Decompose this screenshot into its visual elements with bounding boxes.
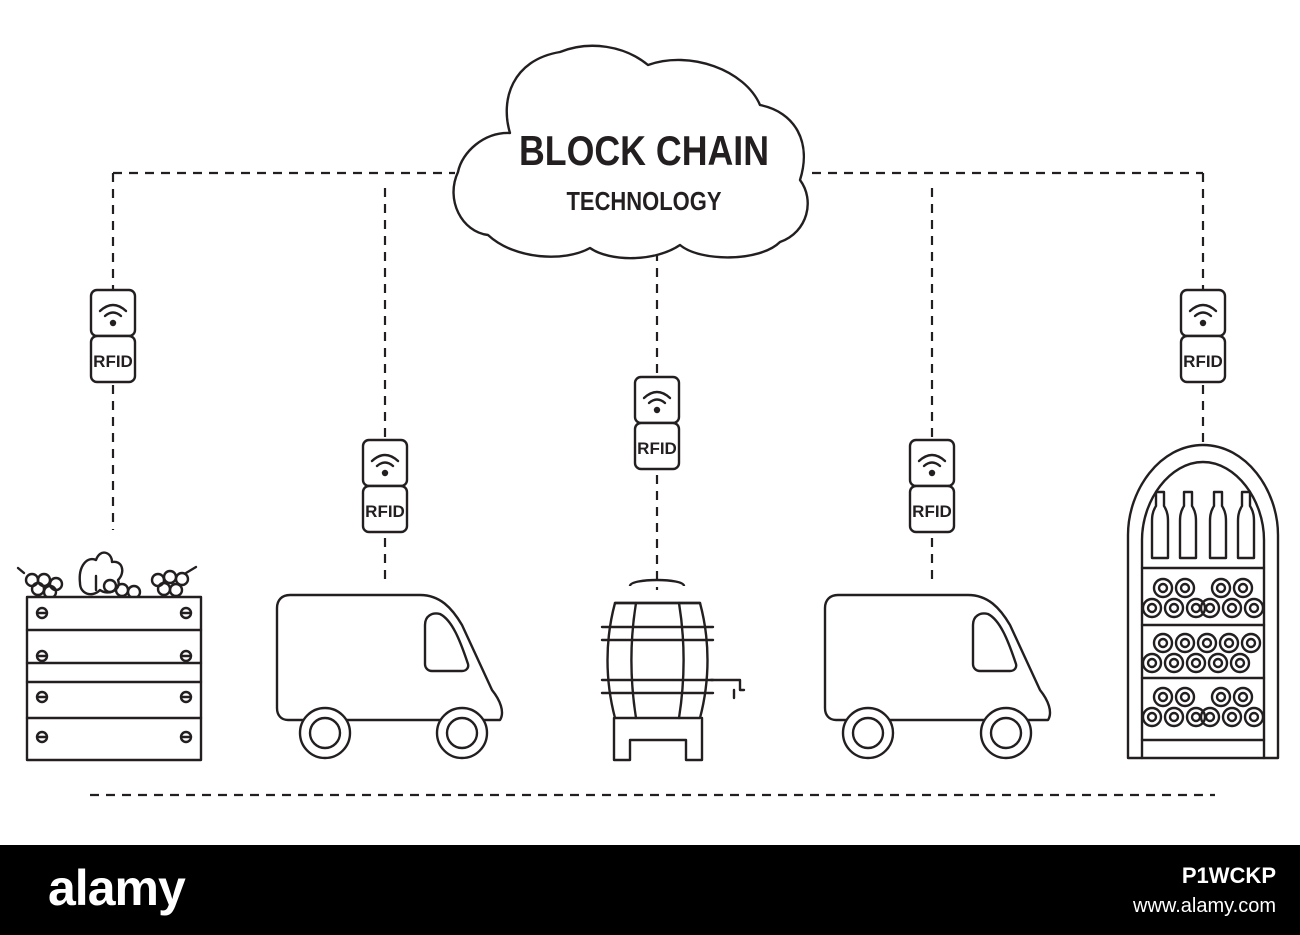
bottle-end-inner bbox=[1212, 657, 1224, 669]
bottle-end-inner bbox=[1146, 602, 1158, 614]
bottle-end-inner bbox=[1179, 637, 1191, 649]
bottle-end-icon bbox=[1229, 652, 1251, 674]
rfid-label: RFID bbox=[637, 439, 677, 458]
bottle-end-inner bbox=[1168, 657, 1180, 669]
bottle-end-icon bbox=[1243, 706, 1265, 728]
bottle-end-icon bbox=[1141, 597, 1163, 619]
bottle-end-inner bbox=[1245, 637, 1257, 649]
rfid-tag-grapes: RFID bbox=[89, 288, 137, 384]
rfid-tag-van-2: RFID bbox=[908, 438, 956, 534]
footer-url: www.alamy.com bbox=[1133, 895, 1276, 917]
bottle-end-icon bbox=[1210, 577, 1232, 599]
bottle-end-inner bbox=[1168, 711, 1180, 723]
bottle-end-inner bbox=[1234, 657, 1246, 669]
bottle-end-icon bbox=[1196, 632, 1218, 654]
bottle-end-icon bbox=[1174, 577, 1196, 599]
rfid-label: RFID bbox=[93, 352, 133, 371]
bottle-end-inner bbox=[1179, 691, 1191, 703]
blockchain-cloud: BLOCK CHAIN TECHNOLOGY bbox=[452, 44, 809, 260]
bottle-end-inner bbox=[1157, 691, 1169, 703]
rfid-label: RFID bbox=[365, 502, 405, 521]
bottle-end-icon bbox=[1163, 597, 1185, 619]
bottle-end-icon bbox=[1199, 597, 1221, 619]
bottle-end-inner bbox=[1248, 711, 1260, 723]
alamy-logo: alamy bbox=[48, 860, 186, 916]
bottle-end-inner bbox=[1215, 582, 1227, 594]
bottle-end-icon bbox=[1141, 652, 1163, 674]
rfid-label: RFID bbox=[912, 502, 952, 521]
bottle-end-inner bbox=[1237, 582, 1249, 594]
rfid-tag-wine-shelf: RFID bbox=[1179, 288, 1227, 384]
delivery-van-icon bbox=[275, 593, 504, 760]
bottle-end-inner bbox=[1237, 691, 1249, 703]
bottle-end-icon bbox=[1210, 686, 1232, 708]
bottle-end-icon bbox=[1221, 597, 1243, 619]
bottle-end-inner bbox=[1226, 711, 1238, 723]
bottle-end-inner bbox=[1223, 637, 1235, 649]
bottle-end-inner bbox=[1146, 711, 1158, 723]
wine-shelf-icon bbox=[1126, 443, 1280, 760]
bottle-end-icon bbox=[1185, 652, 1207, 674]
grape-crate-icon bbox=[16, 551, 203, 762]
bottle-end-icon bbox=[1174, 632, 1196, 654]
rfid-tag-barrel: RFID bbox=[633, 375, 681, 471]
bottle-end-icon bbox=[1218, 632, 1240, 654]
connector-lines bbox=[90, 171, 1215, 797]
rfid-tag-van-1: RFID bbox=[361, 438, 409, 534]
bottle-end-inner bbox=[1146, 657, 1158, 669]
bottle-end-icon bbox=[1199, 706, 1221, 728]
blockchain-supply-chain-diagram: BLOCK CHAIN TECHNOLOGY RFID RFID RFID RF… bbox=[16, 44, 1280, 797]
bottle-end-inner bbox=[1248, 602, 1260, 614]
bottle-end-icon bbox=[1240, 632, 1262, 654]
bottle-end-icon bbox=[1207, 652, 1229, 674]
bottle-end-inner bbox=[1204, 711, 1216, 723]
bottle-end-inner bbox=[1157, 637, 1169, 649]
bottle-end-inner bbox=[1168, 602, 1180, 614]
delivery-van-icon bbox=[823, 593, 1052, 760]
rfid-label: RFID bbox=[1183, 352, 1223, 371]
bottle-end-icon bbox=[1141, 706, 1163, 728]
wine-barrel-icon bbox=[600, 578, 746, 762]
footer-bar: alamy P1WCKP www.alamy.com bbox=[0, 845, 1300, 935]
cloud-title: BLOCK CHAIN bbox=[519, 127, 769, 174]
bottle-end-inner bbox=[1157, 582, 1169, 594]
bottle-end-icon bbox=[1163, 652, 1185, 674]
image-id: P1WCKP bbox=[1181, 863, 1276, 888]
bottle-end-inner bbox=[1179, 582, 1191, 594]
bottle-end-icon bbox=[1152, 686, 1174, 708]
bottle-end-icon bbox=[1152, 577, 1174, 599]
bottle-end-icon bbox=[1243, 597, 1265, 619]
bottle-end-icon bbox=[1152, 632, 1174, 654]
bottle-end-inner bbox=[1204, 602, 1216, 614]
bottle-end-inner bbox=[1201, 637, 1213, 649]
bottle-end-inner bbox=[1226, 602, 1238, 614]
bottle-end-inner bbox=[1190, 657, 1202, 669]
bottle-end-icon bbox=[1232, 577, 1254, 599]
cloud-subtitle: TECHNOLOGY bbox=[567, 186, 722, 216]
bottle-end-icon bbox=[1163, 706, 1185, 728]
bottle-end-icon bbox=[1232, 686, 1254, 708]
bottle-end-icon bbox=[1174, 686, 1196, 708]
bottle-end-icon bbox=[1221, 706, 1243, 728]
bottle-end-inner bbox=[1215, 691, 1227, 703]
